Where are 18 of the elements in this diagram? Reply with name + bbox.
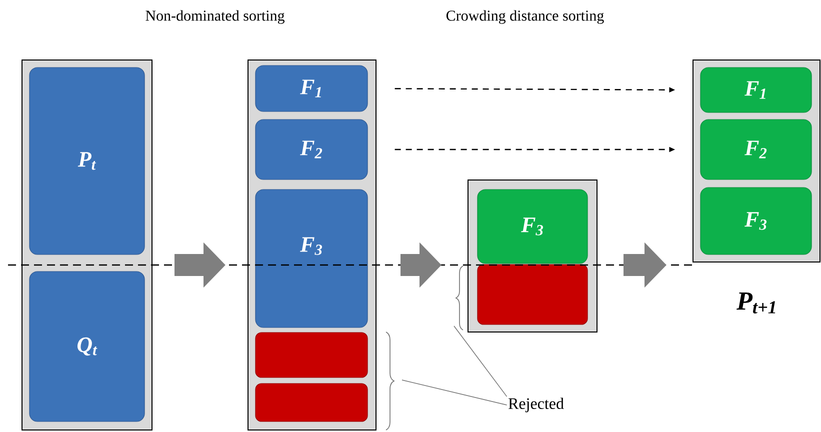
solution-box: F$_{3}$ (255, 189, 368, 328)
solution-box: F$_{3}$ (477, 189, 588, 264)
solution-box: F$_{1}$ (255, 65, 368, 112)
column-heading: Non-dominated sorting (146, 10, 285, 24)
rejected-box (255, 383, 368, 422)
rejected-box (477, 264, 588, 325)
population-label: P$_{t+1}$ (736, 292, 776, 314)
solution-box: F$_{2}$ (700, 119, 812, 180)
solution-box: F$_{2}$ (255, 119, 368, 180)
solution-box: F$_{3}$ (700, 187, 812, 255)
leader-line (402, 380, 508, 406)
solution-box: F$_{1}$ (700, 67, 812, 113)
rejected-box (255, 332, 368, 378)
column-heading: Crowding distance sorting (446, 10, 604, 24)
rejected-label: Rejected (508, 398, 564, 412)
leader-line (454, 326, 508, 397)
solution-box: Q$_{t}$ (29, 271, 145, 422)
solution-box: P$_{t}$ (29, 67, 145, 255)
